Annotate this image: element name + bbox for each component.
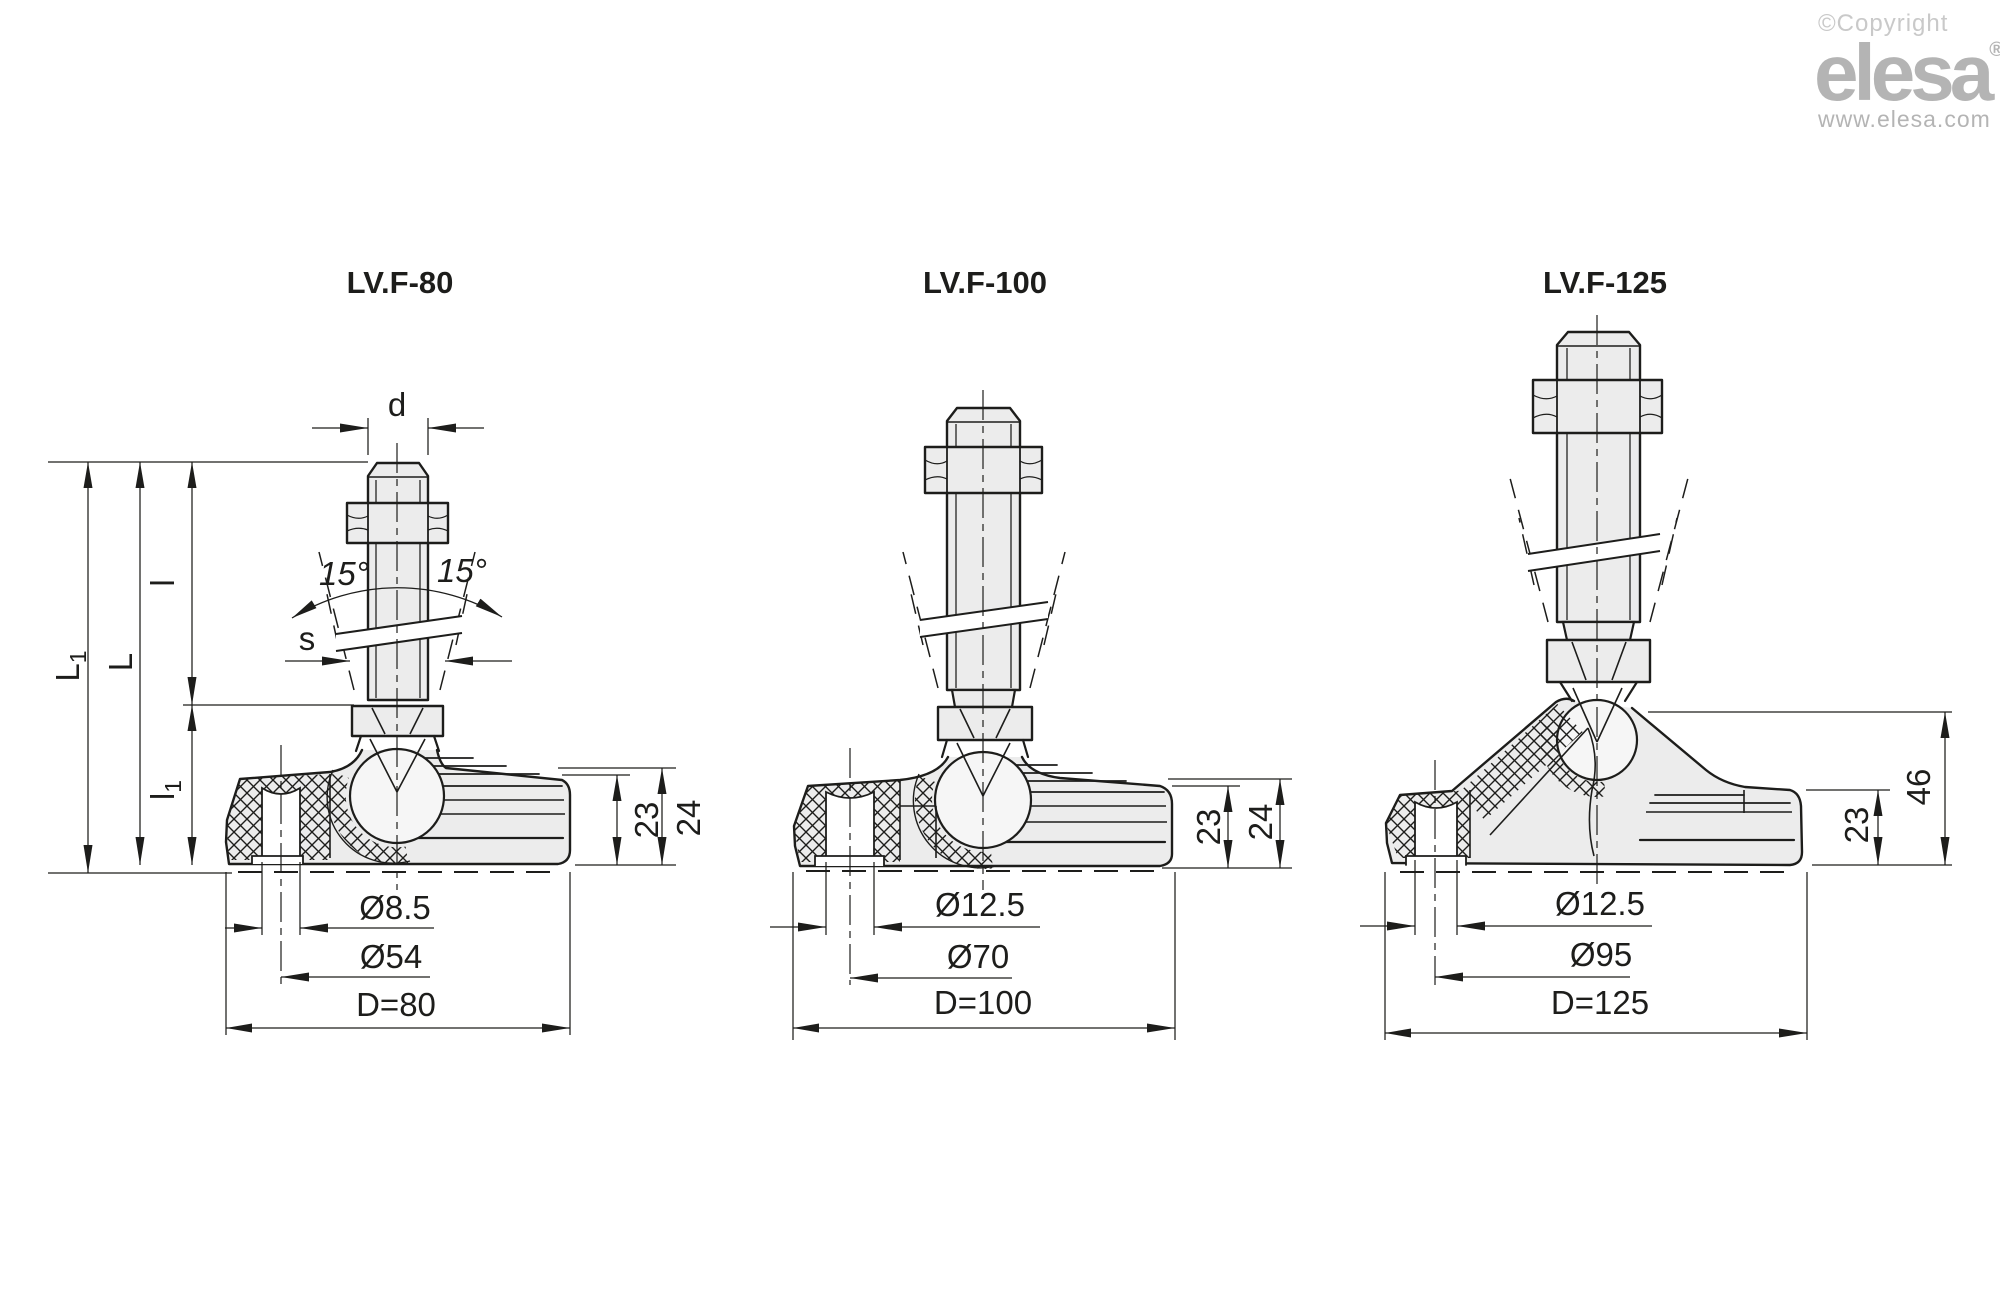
foot-base	[1384, 620, 1804, 873]
brand-block: ©Copyright elesa® www.elesa.com	[1814, 10, 2000, 132]
dim-label-bolt-circle: Ø70	[947, 938, 1009, 975]
website-text: www.elesa.com	[1817, 106, 1991, 132]
dim-label-L1: L1	[49, 650, 91, 681]
dim-label-tilt-right: 15°	[437, 552, 487, 589]
figure-lvf125: LV.F-125 46 23 Ø12.5 Ø95 D=125	[1360, 265, 1952, 1040]
elesa-logo: elesa®	[1814, 28, 2000, 117]
base-ribs	[982, 764, 1167, 844]
break-lines	[1527, 533, 1661, 572]
break-lines	[335, 615, 463, 652]
centerlines	[849, 390, 984, 985]
figure-title: LV.F-100	[923, 265, 1047, 300]
centerlines	[1434, 315, 1598, 985]
base-ribs	[396, 757, 565, 840]
tilt-lines	[1509, 477, 1689, 623]
dimension-lines	[48, 418, 676, 1035]
hatch-band	[915, 776, 994, 869]
dim-label-thread: d	[388, 386, 406, 423]
threaded-stud	[1555, 330, 1642, 624]
dim-label-hole-dia: Ø8.5	[359, 889, 431, 926]
break-lines	[919, 601, 1049, 638]
copyright-text: ©Copyright	[1818, 10, 1948, 37]
dim-label-tilt-left: 15°	[319, 555, 369, 592]
mounting-hole	[1405, 800, 1467, 866]
dim-label-l: l	[144, 579, 181, 586]
dim-label-height-body: 23	[1838, 807, 1875, 844]
hatch-band	[328, 772, 409, 865]
dim-label-height-body: 23	[1190, 809, 1227, 846]
dim-label-height-with-pad: 24	[670, 800, 707, 837]
ball-collar	[1545, 620, 1652, 743]
dimension-lines	[1360, 711, 1952, 1040]
figure-lvf80: LV.F-80 d 15° 15° s L1 L l l1 23 24 Ø8.5…	[48, 265, 707, 1035]
dim-label-L: L	[102, 653, 139, 671]
dim-label-height-with-pad: 24	[1242, 804, 1279, 841]
ball-collar	[350, 704, 445, 793]
dim-label-base-dia: D=100	[934, 984, 1032, 1021]
foot-base	[224, 704, 572, 873]
dim-label-hole-dia: Ø12.5	[1555, 885, 1645, 922]
base-ribs	[1638, 790, 1796, 842]
dim-label-l1: l1	[144, 780, 186, 800]
dim-label-height-total: 46	[1900, 769, 1937, 806]
dimension-lines	[770, 778, 1292, 1040]
centerlines	[280, 443, 398, 985]
dim-label-bolt-circle: Ø54	[360, 938, 422, 975]
dim-label-base-dia: D=125	[1551, 984, 1649, 1021]
dim-label-bolt-circle: Ø95	[1570, 936, 1632, 973]
figure-title: LV.F-80	[347, 265, 454, 300]
threaded-stud	[366, 461, 430, 702]
dim-label-hole-dia: Ø12.5	[935, 886, 1025, 923]
figure-title: LV.F-125	[1543, 265, 1667, 300]
dim-label-height-body: 23	[628, 802, 665, 839]
dim-label-base-dia: D=80	[356, 986, 436, 1023]
figure-lvf100: LV.F-100 23 24 Ø12.5 Ø70 D=100	[770, 265, 1292, 1040]
dim-label-wrench-flat: s	[299, 620, 316, 657]
